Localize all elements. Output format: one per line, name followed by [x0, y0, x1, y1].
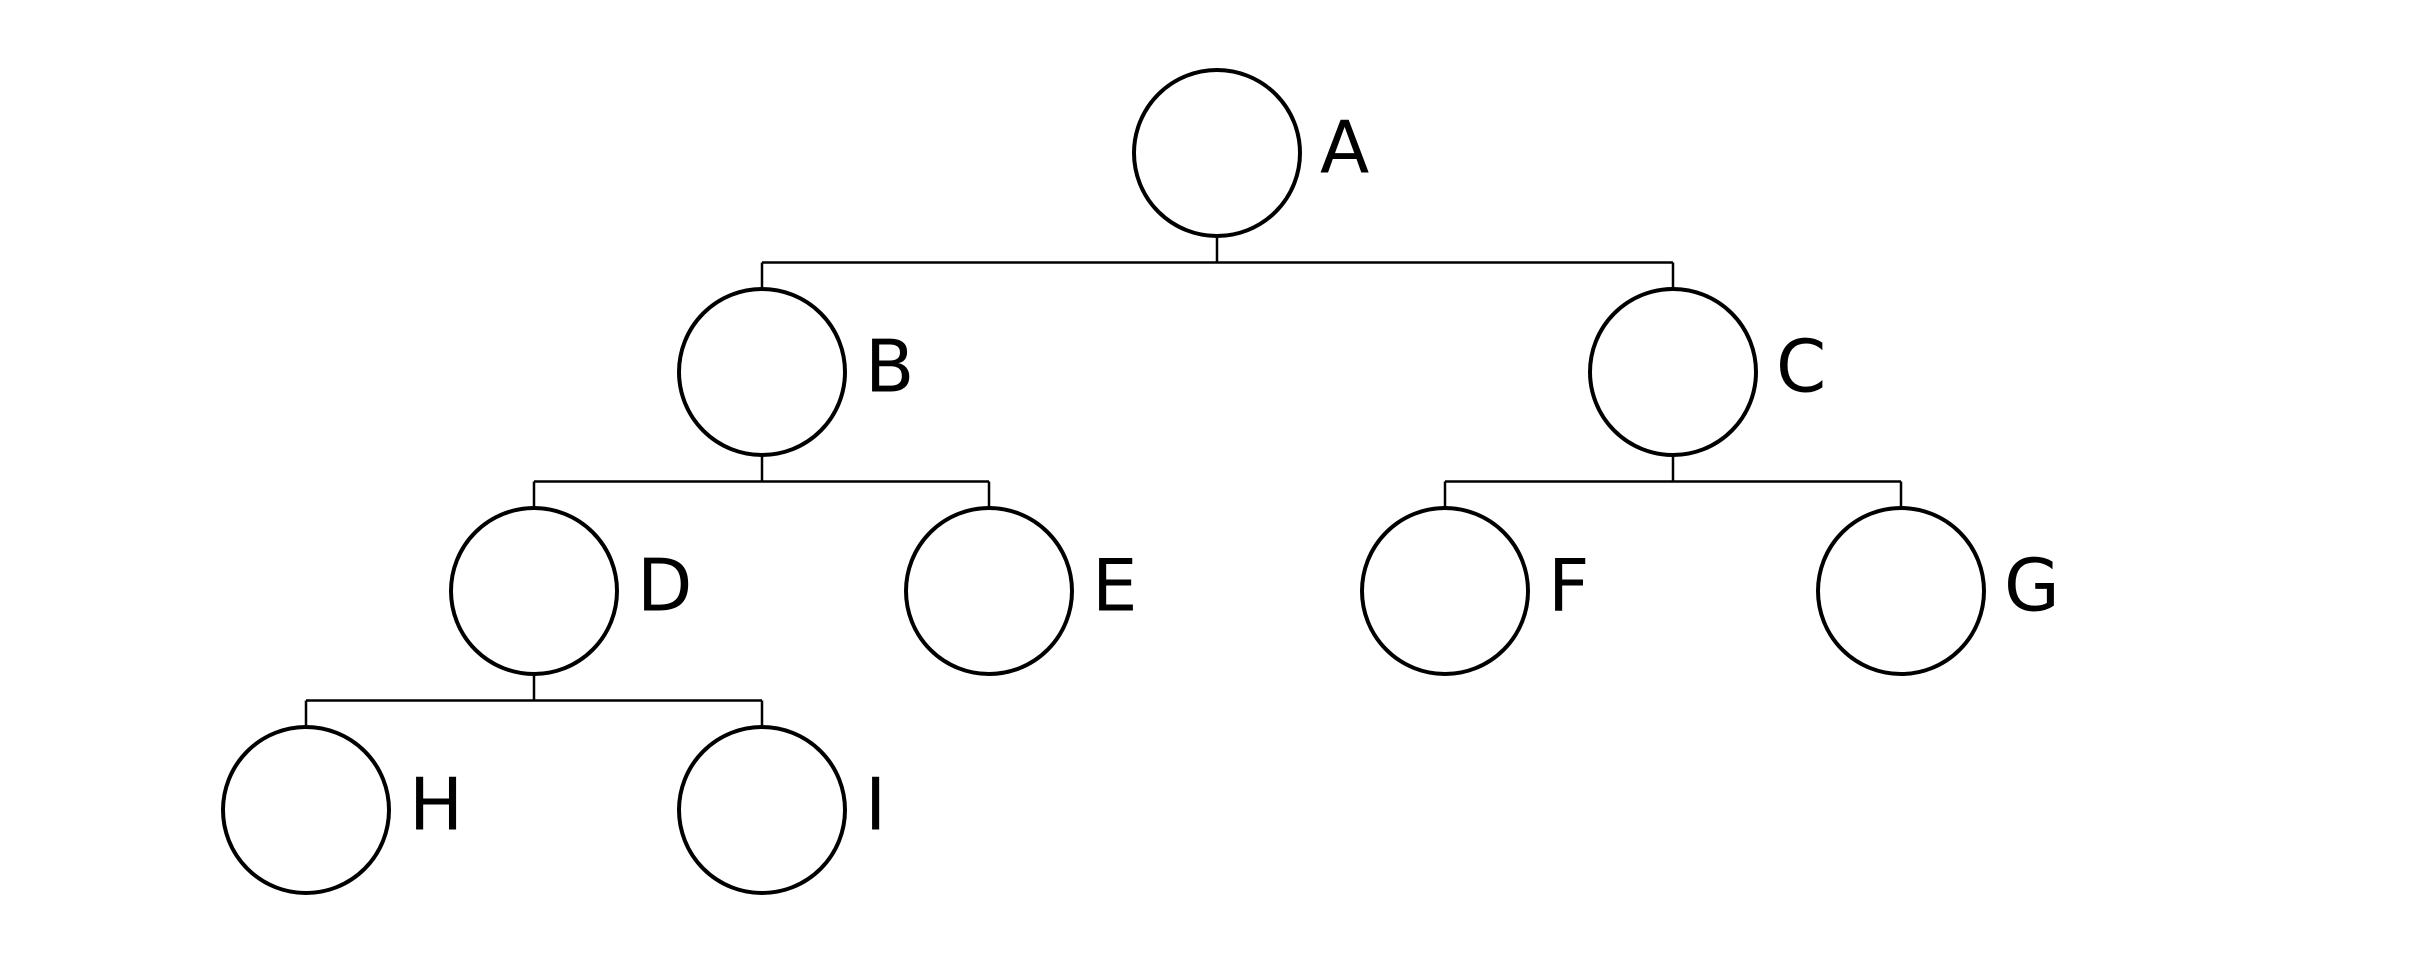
- connector-c-children: [1443, 455, 1903, 508]
- tree-connectors: [304, 236, 1903, 727]
- tree-node-c: C: [1588, 287, 1826, 457]
- tree-node-i: I: [677, 725, 886, 895]
- tree-node-e: E: [904, 506, 1138, 676]
- node-circle-d: [449, 506, 619, 676]
- node-label-d: D: [637, 544, 692, 628]
- tree-node-b: B: [677, 287, 914, 457]
- node-circle-a: [1132, 68, 1302, 238]
- node-label-f: F: [1548, 544, 1589, 628]
- node-circle-h: [221, 725, 391, 895]
- node-circle-g: [1816, 506, 1986, 676]
- node-label-i: I: [865, 763, 886, 847]
- connector-d-children: [304, 674, 764, 727]
- tree-node-d: D: [449, 506, 692, 676]
- node-circle-f: [1360, 506, 1530, 676]
- tree-node-f: F: [1360, 506, 1589, 676]
- node-label-e: E: [1092, 544, 1138, 628]
- tree-node-g: G: [1816, 506, 2060, 676]
- node-label-b: B: [865, 325, 914, 409]
- connector-a-children: [760, 236, 1675, 289]
- node-circle-c: [1588, 287, 1758, 457]
- connector-b-children: [532, 455, 991, 508]
- node-label-c: C: [1776, 325, 1826, 409]
- tree-node-a: A: [1132, 68, 1369, 238]
- node-circle-i: [677, 725, 847, 895]
- node-label-g: G: [2004, 544, 2060, 628]
- node-label-h: H: [409, 763, 463, 847]
- tree-node-h: H: [221, 725, 463, 895]
- node-circle-b: [677, 287, 847, 457]
- node-label-a: A: [1320, 106, 1369, 190]
- node-circle-e: [904, 506, 1074, 676]
